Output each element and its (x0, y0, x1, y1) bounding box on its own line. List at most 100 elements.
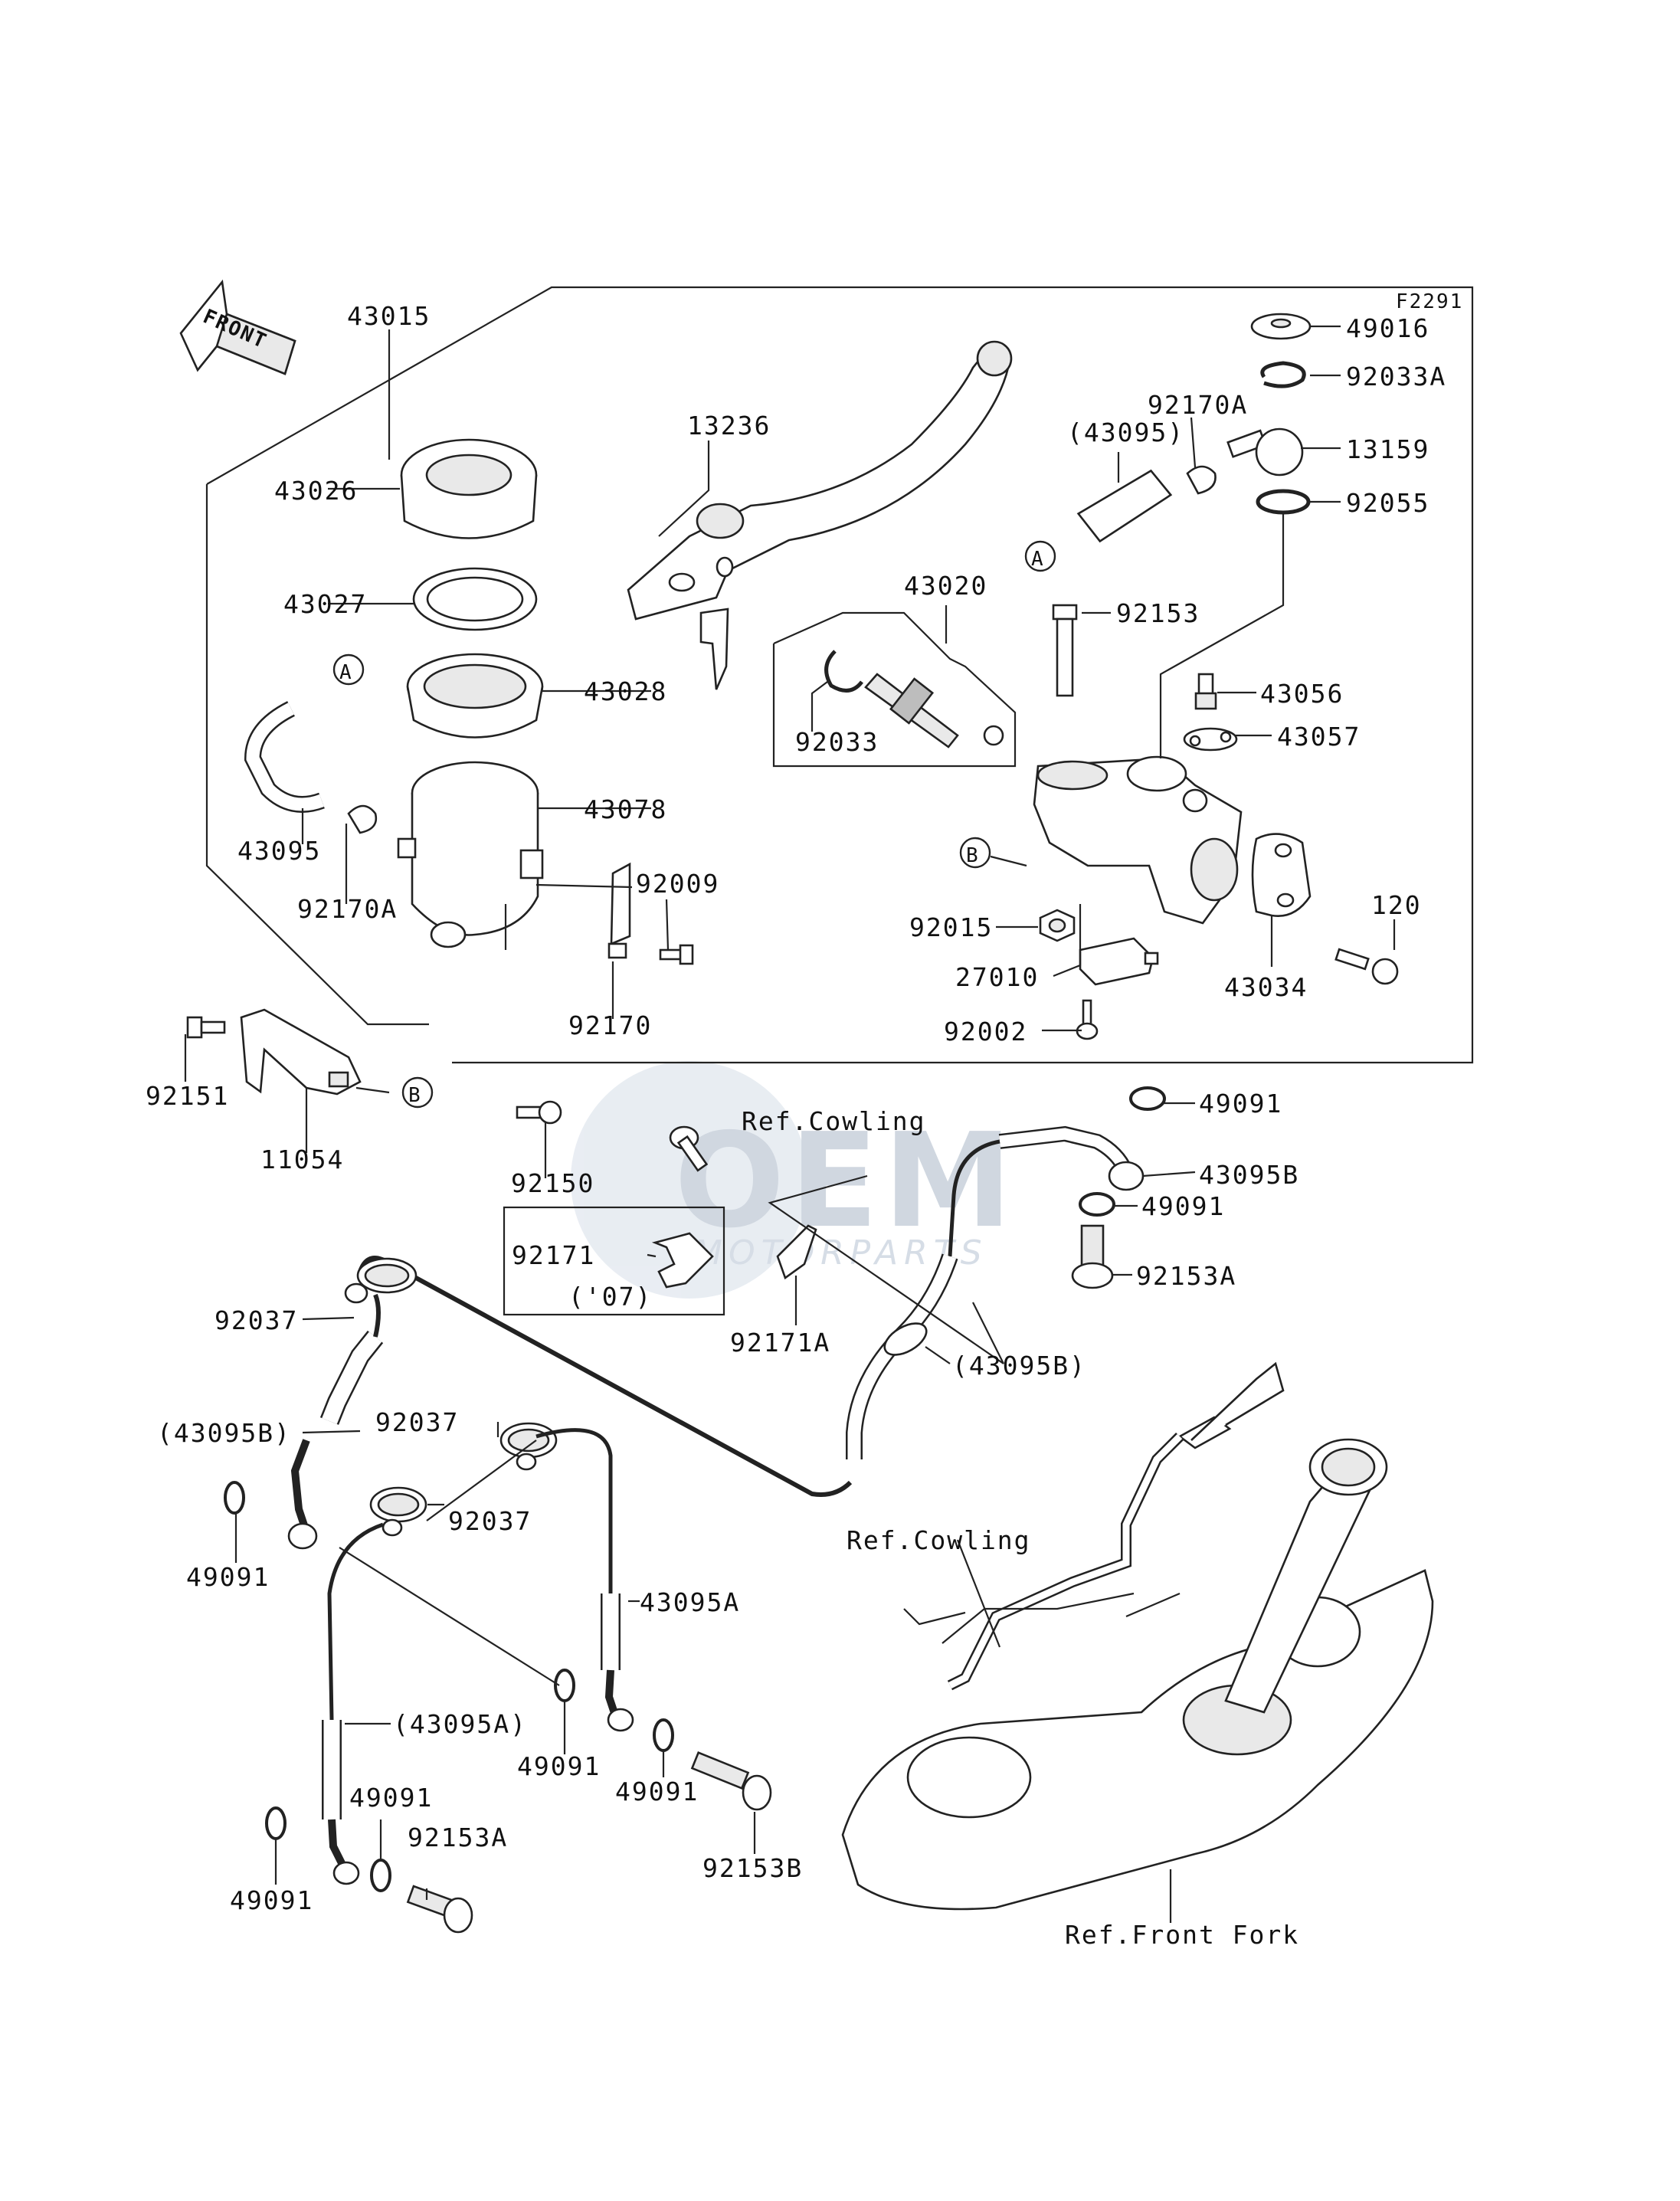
cowling-stay (903, 1361, 1285, 1691)
figure-code: F2291 (1396, 290, 1463, 313)
label-43095A: 43095A (640, 1587, 740, 1617)
hose-clamp-right (1186, 465, 1217, 495)
ref-front-fork: Ref.Front Fork (1065, 1920, 1299, 1950)
bolt-92150 (516, 1100, 562, 1125)
bolt-120 (1335, 948, 1399, 985)
marker-b1: B (959, 837, 991, 869)
label-43020: 43020 (904, 571, 987, 601)
part-labels: 43015 43026 43027 43028 43078 43095 9217… (146, 301, 1445, 1950)
label-43095-paren: (43095) (1067, 418, 1184, 447)
label-43027: 43027 (283, 589, 367, 619)
label-13159: 13159 (1346, 434, 1429, 464)
label-43095B-paren-left: (43095B) (157, 1418, 291, 1448)
clip-92171 (651, 1232, 714, 1289)
label-49091-c: 49091 (186, 1562, 270, 1592)
label-92037-b: 92037 (375, 1407, 459, 1437)
label-92153A-left: 92153A (408, 1823, 508, 1852)
circlip-92033 (824, 650, 863, 693)
hose-stub (1076, 469, 1173, 543)
front-arrow-icon: FRONT (179, 279, 296, 375)
diaphragm (406, 653, 544, 739)
brake-hose-43095B-routing (847, 1254, 957, 1459)
label-49091-d: 49091 (517, 1751, 601, 1781)
label-49091-a: 49091 (1199, 1089, 1282, 1119)
brake-switch (1079, 937, 1159, 986)
reservoir-hose (246, 703, 324, 811)
label-92055: 92055 (1346, 488, 1429, 518)
label-27010: 27010 (955, 962, 1039, 992)
washer-49091 (653, 1718, 674, 1752)
label-92170: 92170 (568, 1010, 652, 1040)
marker-b2: B (401, 1076, 434, 1109)
bolt-92151 (186, 1016, 226, 1039)
bleeder-cap (1183, 727, 1238, 752)
marker-b1-label: B (966, 844, 980, 867)
brake-hose-left (322, 1331, 382, 1424)
clamp-92037 (369, 1486, 427, 1537)
steering-stem (1224, 1438, 1388, 1714)
label-92037-a: 92037 (215, 1305, 298, 1335)
washer-49091 (224, 1481, 245, 1515)
grommet (883, 1322, 928, 1356)
label-92037-c: 92037 (448, 1506, 532, 1536)
label-43095B: 43095B (1199, 1160, 1299, 1190)
screw-92002 (1076, 999, 1099, 1040)
oring-92055 (1256, 489, 1311, 515)
label-49091-e: 49091 (615, 1777, 699, 1806)
label-49016: 49016 (1346, 313, 1429, 343)
assembly-outline-left (205, 484, 429, 1026)
label-43057: 43057 (1277, 722, 1361, 752)
label-43028: 43028 (584, 676, 667, 706)
washer-49091 (1129, 1086, 1166, 1111)
ref-cowling-1: Ref.Cowling (742, 1106, 926, 1136)
reservoir-body (397, 761, 544, 948)
label-92153B: 92153B (702, 1853, 803, 1883)
label-92170A-right: 92170A (1148, 390, 1248, 420)
bleeder-valve (1194, 673, 1217, 710)
cowling-screw (669, 1125, 709, 1172)
label-11054: 11054 (260, 1145, 344, 1174)
brake-lever (627, 340, 1013, 690)
clip-92171-box (503, 1206, 725, 1316)
handlebar-clamp (1251, 833, 1312, 918)
label-43056: 43056 (1260, 679, 1344, 709)
label-49091-f: 49091 (349, 1783, 433, 1813)
clamp-92037 (344, 1257, 418, 1304)
hose-clamp (347, 804, 378, 834)
ref-cowling-2: Ref.Cowling (847, 1525, 1031, 1555)
label-92153: 92153 (1116, 598, 1200, 628)
label-92002: 92002 (944, 1017, 1027, 1046)
washer-49091 (370, 1859, 391, 1892)
marker-a2: A (1024, 540, 1056, 572)
label-43034: 43034 (1224, 972, 1308, 1002)
watermark-globe-icon (571, 1061, 808, 1299)
reservoir-bracket (610, 862, 631, 945)
banjo-bolt-92153B (690, 1751, 772, 1811)
banjo-bolt-92153A-left (406, 1885, 473, 1934)
marker-a1-label: A (339, 661, 353, 684)
label-43078: 43078 (584, 794, 667, 824)
label-92171A: 92171A (730, 1328, 830, 1358)
label-13236: 13236 (687, 411, 771, 441)
clip-92171A (776, 1224, 817, 1280)
piston-kit-outline (772, 611, 1017, 768)
label-92153A-right: 92153A (1136, 1261, 1236, 1291)
label-43095A-paren: (43095A) (393, 1709, 527, 1739)
marker-b2-label: B (408, 1084, 422, 1107)
label-49091-g: 49091 (230, 1885, 313, 1915)
label-92170A-left: 92170A (297, 894, 398, 924)
label-43095B-paren: (43095B) (952, 1351, 1086, 1381)
piston-kit (864, 673, 1004, 748)
circlip-92033A (1260, 361, 1306, 388)
label-43095: 43095 (237, 836, 321, 866)
watermark-sub: MOTORPARTS (693, 1233, 988, 1272)
assembly-outline (206, 286, 1474, 1064)
label-92171: 92171 (512, 1240, 595, 1270)
reservoir-cap (400, 438, 538, 539)
label-120: 120 (1371, 890, 1422, 920)
bolt-92153 (1052, 604, 1078, 697)
label-92150: 92150 (511, 1168, 594, 1198)
bracket-11054 (240, 1008, 362, 1096)
label-92015: 92015 (909, 912, 993, 942)
